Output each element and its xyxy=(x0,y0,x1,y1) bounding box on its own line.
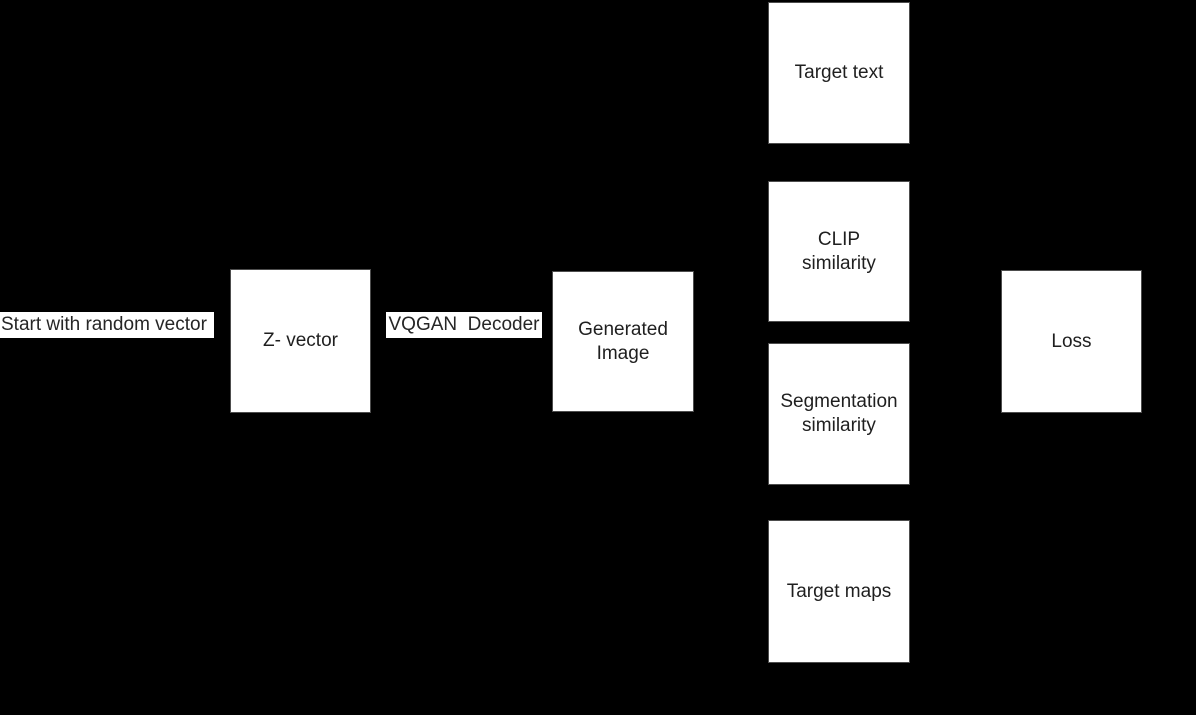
label-start-with-random-vector: Start with random vector xyxy=(0,312,214,338)
node-z-vector: Z- vector xyxy=(230,269,371,413)
node-target-maps: Target maps xyxy=(768,520,910,663)
node-loss: Loss xyxy=(1001,270,1142,413)
node-target-text: Target text xyxy=(768,2,910,144)
node-generated-image: Generated Image xyxy=(552,271,694,412)
node-segmentation-similarity: Segmentation similarity xyxy=(768,343,910,485)
label-vqgan-decoder: VQGAN Decoder xyxy=(386,312,542,338)
node-clip-similarity: CLIP similarity xyxy=(768,181,910,322)
